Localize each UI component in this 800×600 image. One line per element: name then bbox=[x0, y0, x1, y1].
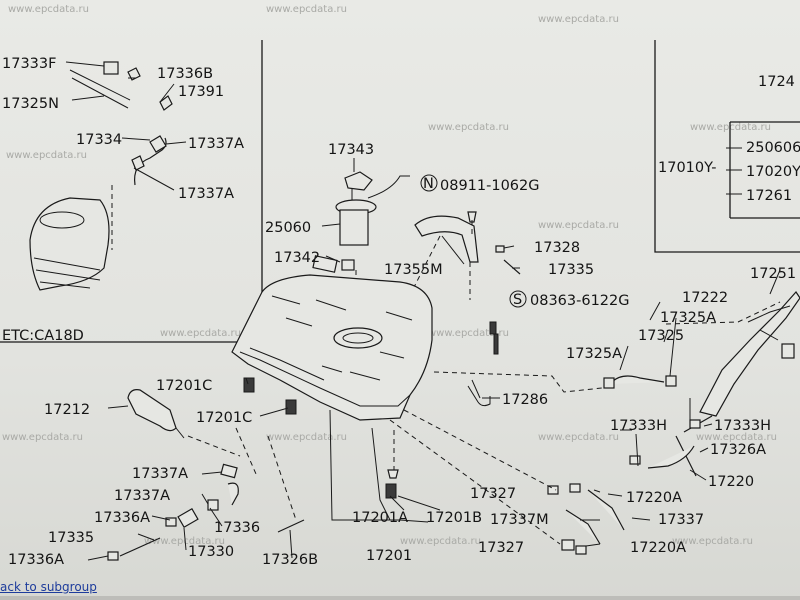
part-label: 17220A bbox=[626, 490, 682, 506]
watermark: www.epcdata.ru bbox=[266, 432, 347, 443]
part-label: 08363-6122G bbox=[530, 293, 630, 309]
part-label: 17333H bbox=[714, 418, 771, 434]
watermark: www.epcdata.ru bbox=[538, 432, 619, 443]
part-label: 17201 bbox=[366, 548, 412, 564]
right-inset-frame bbox=[654, 40, 800, 253]
fuel-tank-drawing bbox=[231, 274, 499, 421]
part-label: 17010Y- bbox=[658, 160, 717, 176]
part-label: 17328 bbox=[534, 240, 580, 256]
part-label: 17222 bbox=[682, 290, 728, 306]
leader-lines bbox=[65, 61, 781, 561]
part-label: 17326A bbox=[710, 442, 766, 458]
part-label: 17326B bbox=[262, 552, 318, 568]
filler-tube-drawing bbox=[389, 291, 800, 555]
part-label: 17336A bbox=[94, 510, 150, 526]
part-label: 17220 bbox=[708, 474, 754, 490]
callout-labels: 17333F 17336B 17325N 17391 17334 17337A … bbox=[2, 56, 800, 568]
watermark: www.epcdata.ru bbox=[538, 14, 619, 25]
part-label: 17286 bbox=[502, 392, 548, 408]
gasket-drawing bbox=[409, 211, 521, 300]
watermark: www.epcdata.ru bbox=[266, 4, 347, 15]
part-label: 17336 bbox=[214, 520, 260, 536]
part-label: 17201A bbox=[352, 510, 408, 526]
part-label: 17333F bbox=[2, 56, 56, 72]
back-to-subgroup-link[interactable]: ack to subgroup bbox=[0, 580, 97, 594]
part-label: 17261 bbox=[746, 188, 792, 204]
part-label: 17334 bbox=[76, 132, 122, 148]
part-label: 17020Y bbox=[746, 164, 800, 180]
part-label: 17212 bbox=[44, 402, 90, 418]
part-label: 17337A bbox=[178, 186, 234, 202]
watermark: www.epcdata.ru bbox=[144, 536, 225, 547]
part-label: 17325A bbox=[660, 310, 716, 326]
part-label: 17201C bbox=[156, 378, 212, 394]
circled-markers: N S bbox=[420, 174, 527, 308]
part-label: 17330 bbox=[188, 544, 234, 560]
fuel-pump-drawing bbox=[312, 171, 410, 310]
part-label: 17337A bbox=[188, 136, 244, 152]
circled-n: N bbox=[423, 176, 434, 192]
part-label: 1724 bbox=[758, 74, 795, 90]
part-label: 17220A bbox=[630, 540, 686, 556]
part-label: 25060 bbox=[265, 220, 311, 236]
part-label: 17201C bbox=[196, 410, 252, 426]
horizontal-scrollbar[interactable] bbox=[0, 596, 800, 600]
inset-label: ETC:CA18D bbox=[2, 328, 84, 344]
part-label: 17337A bbox=[114, 488, 170, 504]
watermark: www.epcdata.ru bbox=[8, 4, 89, 15]
circled-s: S bbox=[513, 292, 522, 308]
watermark: www.epcdata.ru bbox=[428, 328, 509, 339]
part-label: 17201B bbox=[426, 510, 482, 526]
watermark: www.epcdata.ru bbox=[538, 220, 619, 231]
watermark: www.epcdata.ru bbox=[2, 432, 83, 443]
watermark: www.epcdata.ru bbox=[160, 328, 241, 339]
part-label: 17355M bbox=[384, 262, 443, 278]
part-label: 17325 bbox=[638, 328, 684, 344]
part-label: 17251 bbox=[750, 266, 796, 282]
watermarks: www.epcdata.ru www.epcdata.ru www.epcdat… bbox=[2, 4, 777, 547]
part-label: 17333H bbox=[610, 418, 667, 434]
inset-tank-drawing bbox=[29, 61, 173, 291]
part-label: 17335 bbox=[48, 530, 94, 546]
watermark: www.epcdata.ru bbox=[400, 536, 481, 547]
part-label: 17336B bbox=[157, 66, 213, 82]
part-label: 17325A bbox=[566, 346, 622, 362]
lower-left-parts-drawing bbox=[107, 389, 429, 561]
part-label: 17337A bbox=[132, 466, 188, 482]
part-label: 17335 bbox=[548, 262, 594, 278]
part-label: 250606 bbox=[746, 140, 800, 156]
part-label: 17327 bbox=[470, 486, 516, 502]
part-label: 17342 bbox=[274, 250, 320, 266]
part-label: 17336A bbox=[8, 552, 64, 568]
watermark: www.epcdata.ru bbox=[672, 536, 753, 547]
watermark: www.epcdata.ru bbox=[428, 122, 509, 133]
watermark: www.epcdata.ru bbox=[6, 150, 87, 161]
watermark: www.epcdata.ru bbox=[696, 432, 777, 443]
part-label: 17337 bbox=[658, 512, 704, 528]
part-label: 17327 bbox=[478, 540, 524, 556]
part-label: 17391 bbox=[178, 84, 224, 100]
part-label: 17337M bbox=[490, 512, 549, 528]
part-label: 17325N bbox=[2, 96, 59, 112]
part-label: 08911-1062G bbox=[440, 178, 540, 194]
part-label: 17343 bbox=[328, 142, 374, 158]
